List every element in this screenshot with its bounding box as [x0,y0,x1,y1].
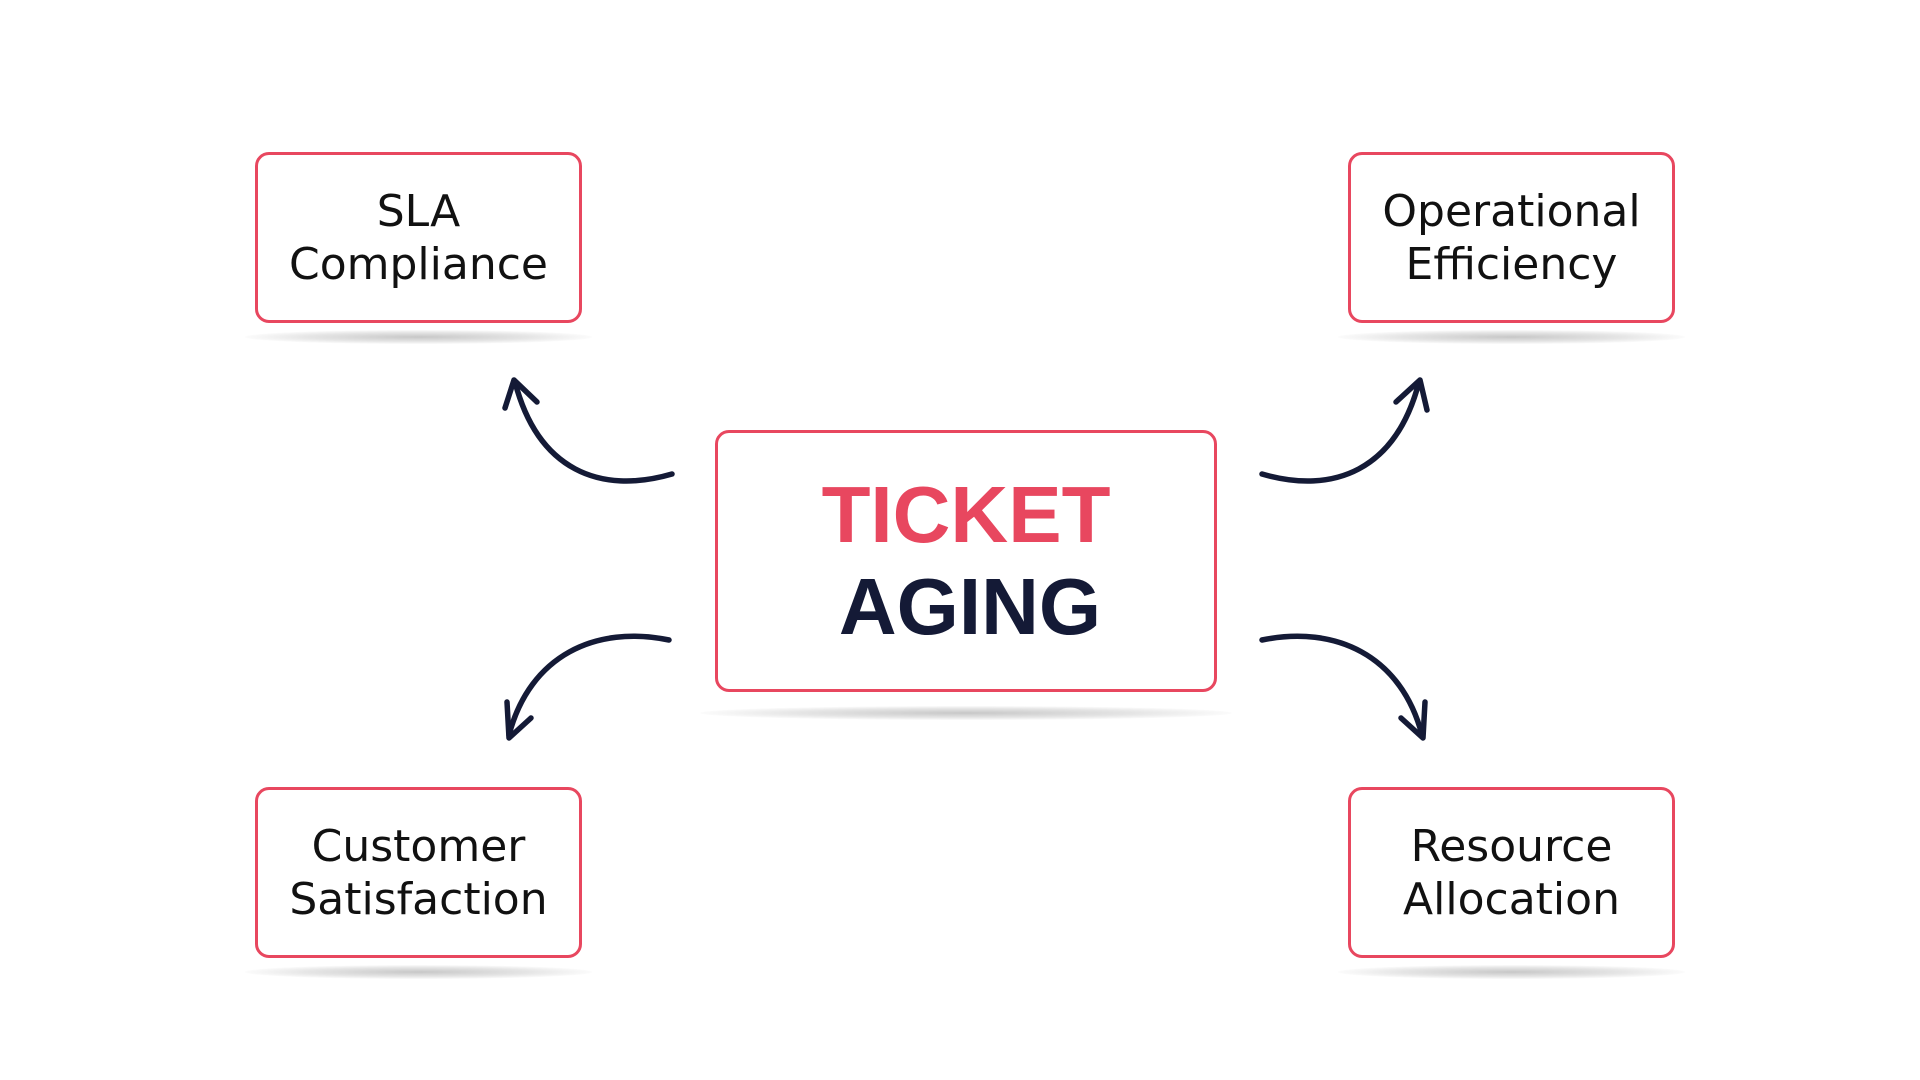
node-shadow [1338,965,1685,979]
node-label-line1: Operational [1382,185,1641,237]
node-label-line2: Satisfaction [289,873,548,925]
curved-arrow-bottom-left [504,633,672,741]
center-node: TICKET AGING [715,430,1217,692]
curved-arrow-top-left [502,377,675,484]
node-label-line2: Compliance [289,238,548,290]
node-shadow [700,706,1232,720]
node-shadow [245,330,592,344]
node-label-line1: Resource [1410,820,1613,872]
node-label-line1: SLA [376,185,461,237]
curved-arrow-top-right [1259,377,1430,484]
node-operational-efficiency: Operational Efficiency [1348,152,1675,323]
node-shadow [245,965,592,979]
center-title-line2: AGING [838,562,1102,651]
curved-arrow-bottom-right [1259,633,1428,741]
node-shadow [1338,330,1685,344]
node-sla-compliance: SLA Compliance [255,152,582,323]
node-resource-allocation: Resource Allocation [1348,787,1675,958]
node-label-line1: Customer [311,820,526,872]
node-customer-satisfaction: Customer Satisfaction [255,787,582,958]
node-label-line2: Efficiency [1405,238,1618,290]
node-label-line2: Allocation [1403,873,1620,925]
center-title-line1: TICKET [821,470,1111,559]
